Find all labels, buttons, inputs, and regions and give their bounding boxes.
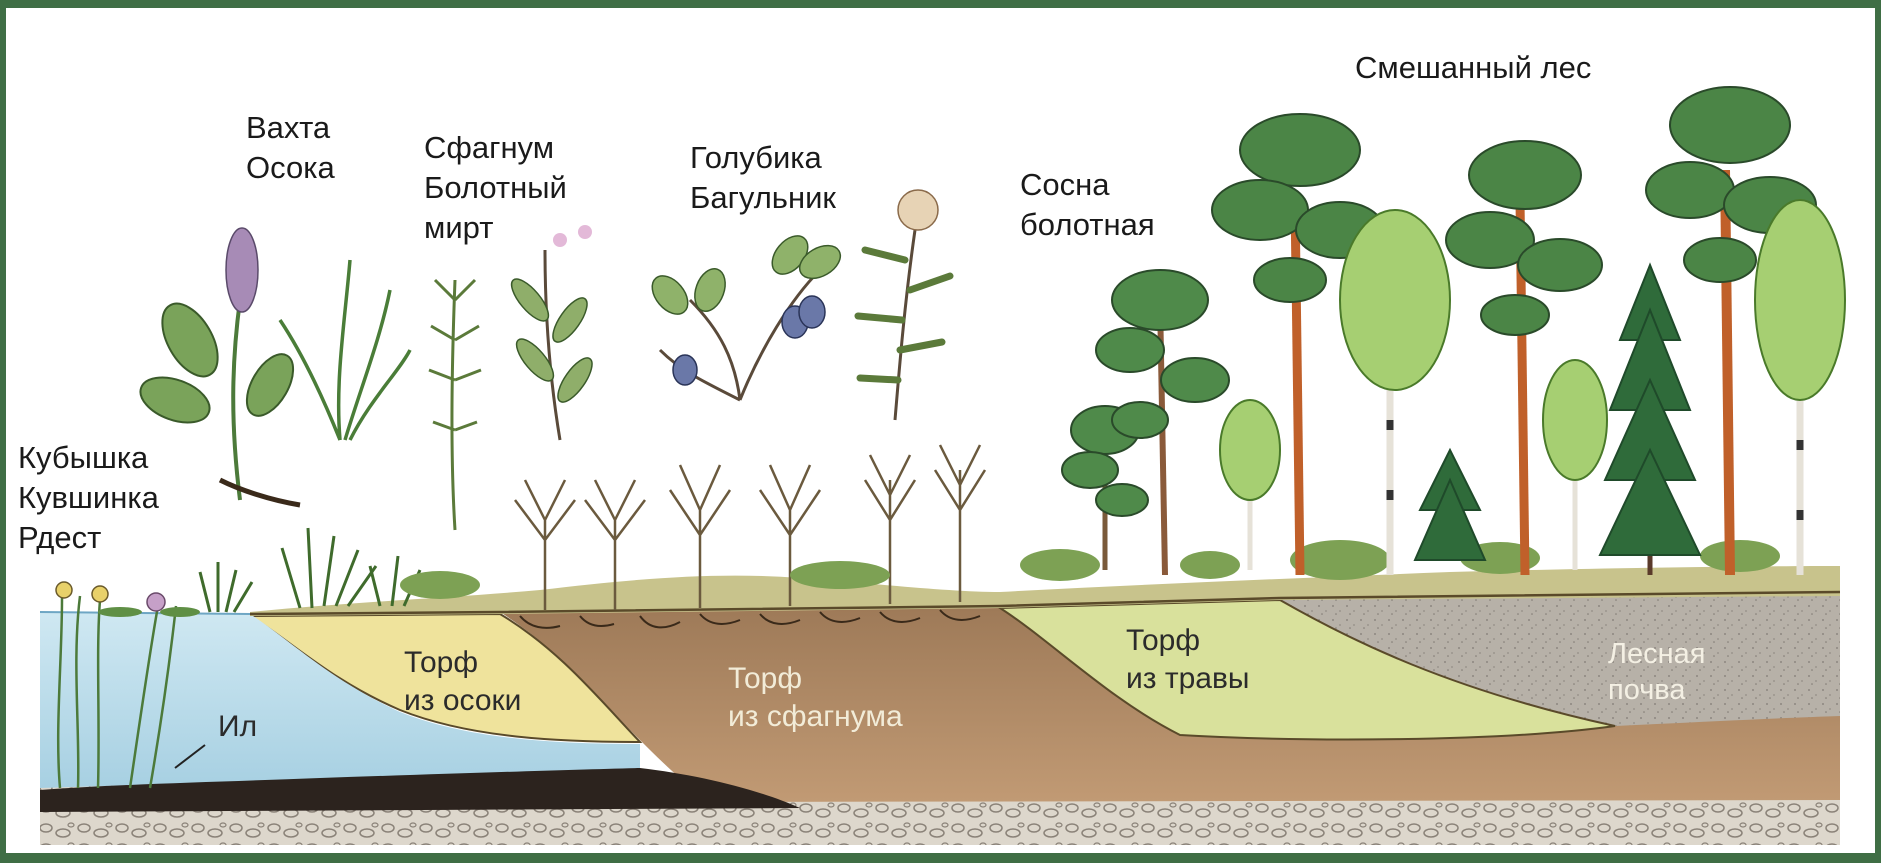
bogbean-plant	[134, 228, 302, 505]
label-blueberry-ledum: Голубика Багульник	[690, 138, 836, 218]
label-ledum: Багульник	[690, 178, 836, 218]
bog-myrtle-plant	[506, 225, 598, 440]
label-peat-sphagnum-2: из сфагнума	[728, 698, 903, 736]
label-sphagnum-myrtle: Сфагнум Болотный мирт	[424, 128, 567, 248]
bank-grasses	[200, 528, 420, 612]
label-forest-soil-2: почва	[1608, 672, 1706, 708]
label-peat-grass-2: из травы	[1126, 660, 1249, 698]
label-bog-pine-1: Сосна	[1020, 165, 1155, 205]
label-aquatic-1: Кубышка	[18, 438, 159, 478]
label-mixed-forest-text: Смешанный лес	[1355, 48, 1591, 88]
label-forest-soil-1: Лесная	[1608, 636, 1706, 672]
bog-pine-large	[1096, 270, 1229, 575]
label-aquatic: Кубышка Кувшинка Рдест	[18, 438, 159, 558]
ledum-plant	[858, 190, 950, 420]
sphagnum-plant	[429, 280, 481, 530]
label-peat-sedge-2: из осоки	[404, 682, 521, 720]
label-peat-sedge-1: Торф	[404, 644, 521, 682]
blueberry-plant	[645, 229, 846, 400]
label-bogbean-sedge: Вахта Осока	[246, 108, 335, 188]
label-sphagnum-2: Болотный	[424, 168, 567, 208]
label-sphagnum-1: Сфагнум	[424, 128, 567, 168]
label-bog-pine-2: болотная	[1020, 205, 1155, 245]
label-peat-sphagnum: Торф из сфагнума	[728, 660, 903, 736]
label-blueberry: Голубика	[690, 138, 836, 178]
label-forest-soil: Лесная почва	[1608, 636, 1706, 708]
mixed-forest-trees	[1212, 87, 1845, 575]
label-peat-sphagnum-1: Торф	[728, 660, 903, 698]
label-peat-grass: Торф из травы	[1126, 622, 1249, 698]
label-mixed-forest: Смешанный лес	[1355, 48, 1591, 88]
label-silt: Ил	[218, 708, 257, 746]
label-bogbean: Вахта	[246, 108, 335, 148]
label-aquatic-3: Рдест	[18, 518, 159, 558]
label-bog-pine: Сосна болотная	[1020, 165, 1155, 245]
label-peat-sedge: Торф из осоки	[404, 644, 521, 720]
label-aquatic-2: Кувшинка	[18, 478, 159, 518]
label-sedge: Осока	[246, 148, 335, 188]
label-peat-grass-1: Торф	[1126, 622, 1249, 660]
sedge-plant	[280, 260, 410, 440]
label-sphagnum-3: мирт	[424, 208, 567, 248]
label-silt-text: Ил	[218, 708, 257, 746]
